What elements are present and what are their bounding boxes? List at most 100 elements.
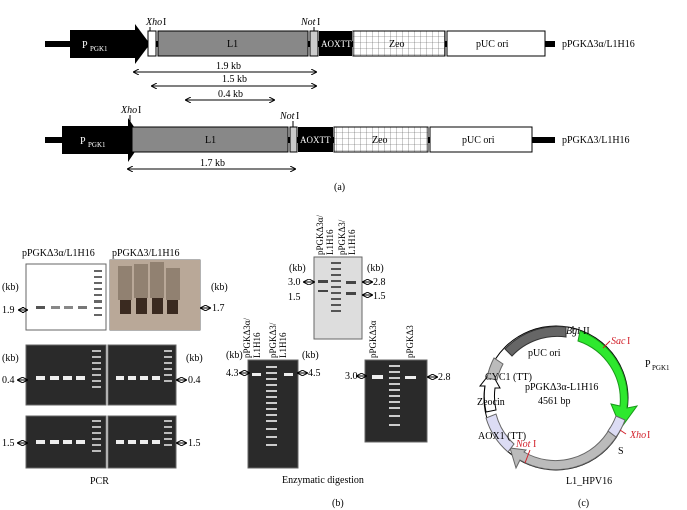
zeo-label: Zeo	[372, 135, 388, 146]
zeo-label: Zeo	[389, 39, 405, 50]
not-label: Not	[300, 17, 316, 28]
digest-mid-kb-right: (kb)	[302, 350, 319, 361]
map-bgl: Bgl	[566, 326, 580, 337]
l1-label: L1	[205, 135, 216, 146]
map-cyc: CYC1 (TT)	[485, 372, 532, 383]
map-sac-suffix: I	[627, 336, 630, 347]
pcr-row1-left: 1.9	[2, 305, 15, 316]
map-s: S	[618, 446, 624, 457]
pcr-kb-right: (kb)	[211, 282, 228, 293]
pcr-kb-left-2: (kb)	[2, 353, 19, 364]
l1-box	[131, 126, 289, 153]
pcr-kb-right-2: (kb)	[186, 353, 203, 364]
digest-right-lane1: pPGKΔ3α	[368, 320, 378, 358]
digest-top-right-1: 1.5	[373, 291, 386, 302]
size-1-7: 1.7 kb	[200, 158, 225, 169]
digest-top-lane1b: L1H16	[325, 229, 335, 255]
digest-mid-lane1b: L1H16	[252, 332, 262, 358]
l1-label: L1	[227, 39, 238, 50]
pcr-title-left: pPGKΔ3α/L1H16	[22, 248, 95, 259]
pcr-row1-right: 1.7	[212, 303, 225, 314]
digest-top-lane2a: pPGKΔ3/	[337, 219, 347, 255]
map-xho-suffix: I	[647, 430, 650, 441]
digest-top-kb-right: (kb)	[367, 263, 384, 274]
digest-top-right-0: 2.8	[373, 277, 386, 288]
puc-box	[446, 30, 546, 57]
plasmid-size: 4561 bp	[538, 396, 571, 407]
digest-mid: pPGKΔ3α/L1H16 pPGKΔ3/L1H16 (kb) 4.3 (kb)…	[226, 317, 321, 469]
pcr-row3-right: 1.5	[188, 438, 201, 449]
pcr-kb-left: (kb)	[2, 282, 19, 293]
l1-arc	[509, 427, 619, 471]
cyc-arc	[486, 357, 504, 381]
panel-a-label: (a)	[334, 182, 345, 193]
digest-mid-lane2b: L1H16	[278, 332, 288, 358]
pcr-row3-left: 1.5	[2, 438, 15, 449]
xho-label: Xho	[145, 17, 162, 28]
map-not-suffix: I	[533, 439, 536, 450]
digest-mid-kb-left: (kb)	[226, 350, 243, 361]
pcr-gel-1-left	[25, 263, 107, 331]
aox-box	[298, 127, 333, 152]
pcr-row2-left: 0.4	[2, 375, 15, 386]
map-xho: Xho	[629, 430, 646, 441]
promoter-arrow	[70, 24, 150, 64]
pcr-title-right: pPGKΔ3/L1H16	[112, 248, 180, 259]
digest-mid-right: 4.5	[308, 368, 321, 379]
map-bgl-suffix: II	[583, 326, 590, 337]
s-arc	[607, 415, 626, 438]
pcr-row2-right: 0.4	[188, 375, 201, 386]
puc-arc	[504, 326, 567, 357]
aox-label: AOXTT	[300, 135, 331, 145]
not-suffix: I	[296, 111, 299, 122]
digest-top: pPGKΔ3α/L1H16 pPGKΔ3/L1H16 (kb) 3.0 1.5 …	[288, 214, 386, 340]
pcr-gels: pPGKΔ3α/L1H16 pPGKΔ3/L1H16 (kb) (kb) 1.9…	[2, 248, 228, 487]
construct-1: P PGK1 Xho I L1 Not I AOXTT Zeo pUC ori …	[45, 17, 635, 100]
digest-mid-lane2a: pPGKΔ3/	[268, 322, 278, 358]
panel-c-label: (c)	[578, 498, 589, 509]
digest-caption: Enzymatic digestion	[282, 475, 364, 486]
digest-top-lane2b: L1H16	[347, 229, 357, 255]
construct-2-name: pPGKΔ3/L1H16	[562, 135, 630, 146]
digest-mid-left: 4.3	[226, 368, 239, 379]
xho-box	[147, 30, 157, 57]
size-1-9: 1.9 kb	[216, 61, 241, 72]
map-l1: L1_HPV16	[566, 476, 612, 487]
promoter-label: P	[82, 40, 88, 51]
l1-box	[157, 30, 309, 57]
promoter-arrow	[62, 118, 143, 162]
construct-2: P PGK1 Xho I L1 Not I AOXTT Zeo pUC ori …	[45, 105, 630, 169]
map-puc: pUC ori	[528, 348, 561, 359]
digest-top-lane1a: pPGKΔ3α/	[315, 214, 325, 255]
puc-label: pUC ori	[476, 39, 509, 50]
map-ppgk-sub: PGK1	[652, 364, 670, 372]
zeo-box	[352, 30, 446, 57]
digest-top-left-0: 3.0	[288, 277, 301, 288]
digest-top-kb-left: (kb)	[289, 263, 306, 274]
not-box	[289, 126, 298, 153]
size-0-4: 0.4 kb	[218, 89, 243, 100]
promoter-sub: PGK1	[90, 45, 108, 53]
plasmid-map: pUC ori Bgl II Sac I P PGK1 CYC1 (TT) Ze…	[477, 325, 670, 487]
pcr-caption: PCR	[90, 476, 109, 487]
digest-right: pPGKΔ3α pPGKΔ3 3.0 2.8	[345, 320, 451, 443]
zeo-box	[333, 126, 429, 153]
xho-suffix: I	[163, 17, 166, 28]
digest-right-lane2: pPGKΔ3	[405, 325, 415, 358]
puc-box	[429, 126, 533, 153]
promoter-sub: PGK1	[88, 141, 106, 149]
panel-b-label: (b)	[332, 498, 344, 509]
puc-label: pUC ori	[462, 135, 495, 146]
aox-box	[319, 31, 352, 56]
not-box	[309, 30, 319, 57]
construct-1-name: pPGKΔ3α/L1H16	[562, 39, 635, 50]
digest-top-left-1: 1.5	[288, 292, 301, 303]
xho-label: Xho	[120, 105, 137, 116]
not-label: Not	[279, 111, 295, 122]
not-suffix: I	[317, 17, 320, 28]
map-ppgk: P	[645, 359, 651, 370]
aox-label: AOXTT	[321, 39, 352, 49]
digest-right-left: 3.0	[345, 371, 358, 382]
size-1-5: 1.5 kb	[222, 74, 247, 85]
